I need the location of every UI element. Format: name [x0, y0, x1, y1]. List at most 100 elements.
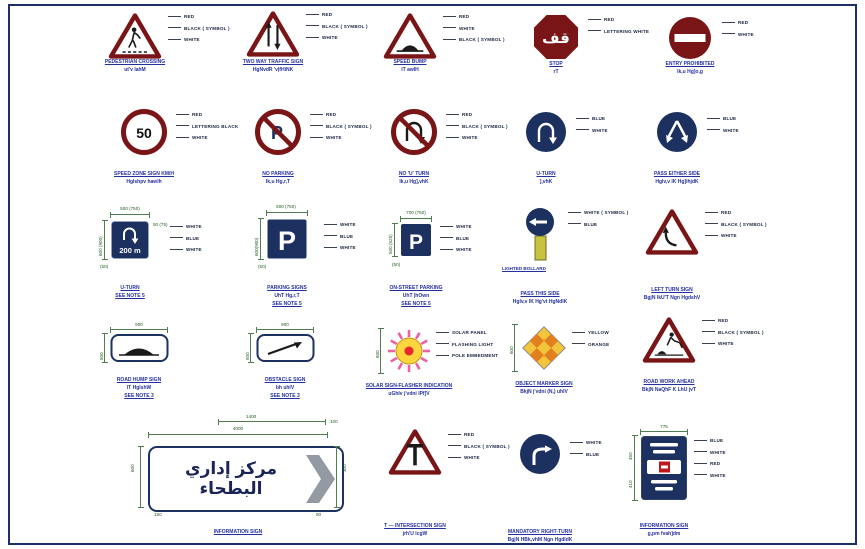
dimension-text: 1400	[246, 414, 257, 419]
sign-subtitle: Hglshpv hawlh	[126, 179, 162, 185]
dimension-line	[378, 328, 384, 374]
callout-text: RED	[588, 17, 649, 22]
sign-label: U-TURN SEE NOTE 5	[115, 284, 144, 300]
callout-text: BLACK ( SYMBOL )	[306, 24, 368, 29]
dimension-line	[102, 220, 108, 260]
callout-text: RED	[306, 12, 368, 17]
dimension-text: 600	[130, 464, 135, 472]
sign-pass-either-side: BLUE WHITE PASS EITHER SIDE Hglv,v lK Hg…	[654, 110, 739, 185]
callout-text: WHITE	[576, 128, 608, 133]
callout-text: BLUE	[576, 116, 608, 121]
sign-label: TWO WAY TRAFFIC SIGN HgNvdR 'v|fHiNK	[243, 58, 303, 74]
sign-note: SEE NOTE 3	[124, 393, 154, 399]
callout-text: WHITE	[440, 224, 472, 229]
callout-text: RED	[705, 210, 767, 215]
dimension-text: 900	[135, 322, 143, 327]
sign-label: SOLAR SIGN-FLASHER INDICATION uGhlv j'vd…	[366, 382, 453, 398]
t-intersection-icon	[388, 429, 442, 475]
sign-subtitle: BkjN NaQhF K LhU jvT	[642, 387, 696, 393]
callout-text: BLACK ( SYMBOL )	[168, 26, 230, 31]
dimension-text: 300	[342, 464, 347, 472]
obstacle-plate-icon	[256, 334, 315, 362]
callout-text: RED	[168, 14, 230, 19]
callout-text: WHITE	[443, 26, 505, 31]
dimension-line	[400, 216, 432, 222]
dimension-text: 500 (750)	[120, 206, 140, 211]
sign-note: SEE NOTE 5	[401, 301, 431, 307]
sign-title: SPEED ZONE SIGN KM/H	[113, 171, 175, 177]
sign-stop: قف RED LETTERING WHITE STOP rT	[532, 13, 649, 75]
dimension-text: (50)	[100, 264, 109, 269]
dimension-text: 450	[628, 452, 633, 460]
sign-title: PASS EITHER SIDE	[653, 171, 701, 177]
sign-subtitle: ut'v lahM	[124, 67, 146, 73]
callout-text: BLACK ( SYMBOL )	[702, 330, 764, 335]
sign-title: INFORMATION SIGN	[639, 523, 689, 529]
callout-text: BLACK ( SYMBOL )	[443, 37, 505, 42]
dimension-text: 600	[509, 346, 514, 354]
dimension-text: 50	[316, 512, 322, 517]
dimension-text: 50 (75)	[153, 222, 168, 227]
sign-subtitle: Hglv,v lK Hg'vt HgNdlK	[512, 299, 568, 305]
sign-title: LEFT TURN SIGN	[651, 287, 693, 293]
sign-title: ON-STREET PARKING	[389, 285, 443, 291]
callouts: RED BLACK ( SYMBOL ) WHITE	[446, 112, 508, 147]
sign-t-intersection: RED BLACK ( SYMBOL ) WHITE T — INTERSECT…	[384, 428, 510, 537]
callout-text: BLUE	[568, 222, 628, 227]
dimension-text: 600	[375, 350, 380, 358]
sign-label: PASS THIS SIDE Hglv,v lK Hg'vt HgNdlK	[513, 290, 567, 306]
callouts: WHITE BLUE	[570, 440, 602, 463]
callout-text: BLUE	[440, 236, 472, 241]
dimension-line	[218, 419, 326, 425]
sign-subtitle: ],vhK	[539, 179, 553, 185]
pass-either-side-icon	[657, 112, 697, 152]
svg-text:P: P	[278, 226, 296, 256]
speed-bump-icon	[383, 13, 437, 59]
dimension-text: 500	[99, 352, 104, 360]
sign-no-u-turn: RED BLACK ( SYMBOL ) WHITE NO 'U' TURN l…	[390, 108, 508, 185]
sign-label: ENTRY PROHIBITED lk,u Hg]o,g	[666, 60, 715, 76]
pedestrian-crossing-icon	[108, 13, 162, 59]
sign-title: ROAD HUMP SIGN	[116, 377, 162, 383]
sign-note: SEE NOTE 5	[272, 301, 302, 307]
sign-label: LEFT TURN SIGN BgjN lkU'T Ngn HgdshV	[644, 286, 700, 302]
callout-text: WHITE	[170, 224, 202, 229]
callout-text: LETTERING BLACK	[176, 124, 238, 129]
u-turn-info-icon: 200 m	[111, 221, 149, 259]
sign-lighted-bollard: WHITE ( SYMBOL ) BLUE LIGHTED BOLLARD PA…	[502, 206, 628, 305]
sign-speed-zone: 50 RED LETTERING BLACK WHITE SPEED ZONE …	[114, 108, 238, 185]
callouts: SOLAR PANEL FLASHING LIGHT POLE EMBEDMEN…	[436, 330, 498, 365]
callout-text: WHITE	[324, 245, 356, 250]
sign-u-turn: BLUE WHITE U-TURN ],vhK	[524, 110, 608, 185]
mandatory-turn-icon	[520, 434, 560, 474]
dimension-line	[102, 333, 108, 363]
callouts: BLUE WHITE RED WHITE	[694, 438, 726, 484]
svg-text:قف: قف	[542, 30, 570, 47]
dimension-text: (50)	[392, 262, 401, 267]
sign-subtitle: lT HglshW	[126, 385, 152, 391]
sign-title: NO 'U' TURN	[398, 171, 430, 177]
callout-text: WHITE	[722, 32, 754, 37]
sign-subtitle: BgjN lkU'T Ngn HgdshV	[643, 295, 701, 301]
dimension-text: 100	[330, 419, 338, 424]
road-work-icon	[642, 317, 696, 363]
sign-note: SEE NOTE 5	[115, 293, 145, 299]
sign-title: PARKING SIGNS	[267, 285, 307, 291]
sign-title: ENTRY PROHIBITED	[665, 61, 715, 67]
sign-title: SPEED BUMP	[393, 59, 427, 65]
sign-subtitle: g,pm fvah]dm	[647, 531, 681, 537]
sign-subtitle: rT	[553, 69, 559, 75]
sign-note: SEE NOTE 3	[270, 393, 300, 399]
chevron-arrow-icon	[306, 455, 335, 503]
callout-text: BLUE	[570, 452, 602, 457]
callout-text: RED	[176, 112, 238, 117]
callout-text: YELLOW	[572, 330, 609, 335]
sign-title: MANDATORY RIGHT-TURN	[508, 529, 572, 535]
sign-title: ROAD WORK AHEAD	[643, 379, 695, 385]
callout-text: WHITE	[694, 450, 726, 455]
on-street-parking-icon: P	[401, 224, 431, 256]
sign-speed-bump: RED WHITE BLACK ( SYMBOL ) SPEED BUMP iT…	[383, 12, 505, 73]
dimension-text: 4000	[232, 426, 244, 431]
sign-subtitle: BgjN HBk,vhM Ngn HgdldK	[507, 537, 573, 543]
callout-text: WHITE	[702, 341, 764, 346]
